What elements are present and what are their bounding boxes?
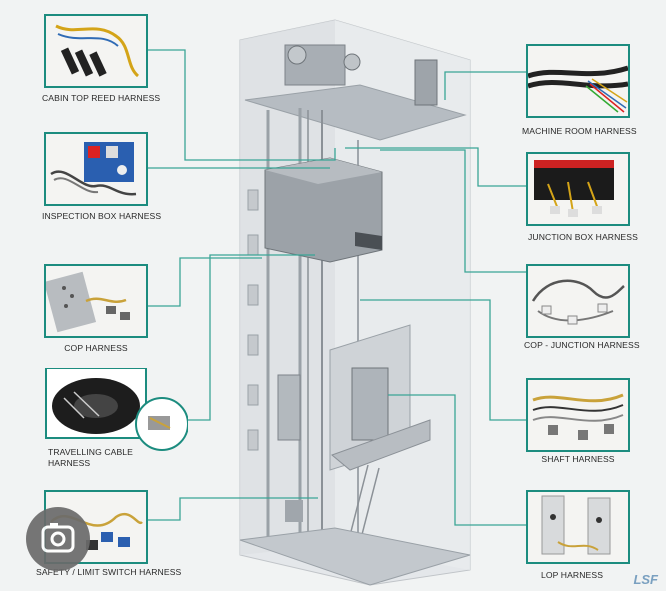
watermark-logo: LSF <box>633 572 658 587</box>
inspection-box-harness-image <box>44 132 148 206</box>
cop-junction-harness-label: COP - JUNCTION HARNESS <box>524 340 640 350</box>
cabin-top-reed-harness-label: CABIN TOP REED HARNESS <box>42 93 161 103</box>
cabin-top-reed-harness-image <box>44 14 148 88</box>
lens-search-icon[interactable] <box>26 507 90 571</box>
lop-harness-label: LOP HARNESS <box>540 570 604 580</box>
travelling-cable-harness-image <box>44 368 188 456</box>
machine-room-harness-label: MACHINE ROOM HARNESS <box>522 126 637 136</box>
junction-box-harness-image <box>526 152 630 226</box>
junction-box-harness-label: JUNCTION BOX HARNESS <box>528 232 638 242</box>
cop-junction-harness-image <box>526 264 630 338</box>
cop-harness-image <box>44 264 148 338</box>
shaft-harness-label: SHAFT HARNESS <box>541 454 615 464</box>
lop-harness-image <box>526 490 630 564</box>
travelling-cable-harness-label: TRAVELLING CABLE HARNESS <box>48 447 134 468</box>
inspection-box-harness-label: INSPECTION BOX HARNESS <box>42 211 162 221</box>
cop-harness-label: COP HARNESS <box>64 343 128 353</box>
safety-limit-switch-harness-label: SAFETY / LIMIT SWITCH HARNESS <box>36 567 182 577</box>
shaft-harness-image <box>526 378 630 452</box>
machine-room-harness-image <box>526 44 630 118</box>
